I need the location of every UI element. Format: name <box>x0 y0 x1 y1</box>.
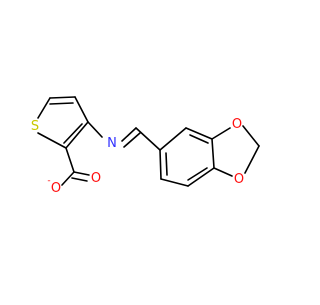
bond-b3-o1 <box>211 127 231 140</box>
sulfur-label: S <box>31 119 39 134</box>
dioxole-oxygen-top-label: O <box>232 117 242 132</box>
bond-b6-b1-inner <box>165 152 168 176</box>
bond-c-o-single <box>61 171 75 186</box>
carboxylate-oxygen-label: O <box>51 181 61 196</box>
bond-c3-n <box>87 121 103 138</box>
bond-b1-b2 <box>159 127 187 151</box>
bond-n-ch <box>121 127 137 142</box>
carbonyl-oxygen-label: O <box>91 171 101 186</box>
bond-lines <box>37 96 260 187</box>
molecule-diagram: S N O - O O O <box>31 96 260 196</box>
bond-b5-b6 <box>160 178 189 187</box>
bond-c4-c3 <box>74 96 89 123</box>
bond-c5-c4 <box>49 96 76 99</box>
dioxole-oxygen-bottom-label: O <box>234 172 244 187</box>
bond-c3-c2 <box>65 121 89 149</box>
bond-c2-s <box>37 132 67 149</box>
bond-b2-b3 <box>185 127 213 140</box>
bond-b4-b5 <box>187 167 215 187</box>
bond-c2-ccooh <box>65 147 75 173</box>
negative-charge-label: - <box>47 176 50 186</box>
bond-c-o-double-inner <box>71 177 88 182</box>
bond-n-ch-inner <box>123 132 141 148</box>
bond-c3-c2-inner <box>63 123 83 144</box>
bond-b2-b3-inner <box>189 134 209 144</box>
bond-ch2-o2 <box>244 145 260 174</box>
bond-c-o-double <box>73 171 90 176</box>
bond-b4-o2 <box>213 167 233 177</box>
bond-c5-c4-inner <box>49 102 74 105</box>
bond-s-c5 <box>37 97 51 119</box>
bond-b3-b4 <box>211 138 215 169</box>
nitrogen-label: N <box>107 136 117 151</box>
bond-b4-b5-inner <box>187 167 208 181</box>
bond-o1-ch2 <box>242 125 260 147</box>
bond-ch-aryl <box>135 127 161 151</box>
bond-b6-b1 <box>159 149 162 180</box>
structure-canvas: S N O - O O O <box>31 96 260 196</box>
